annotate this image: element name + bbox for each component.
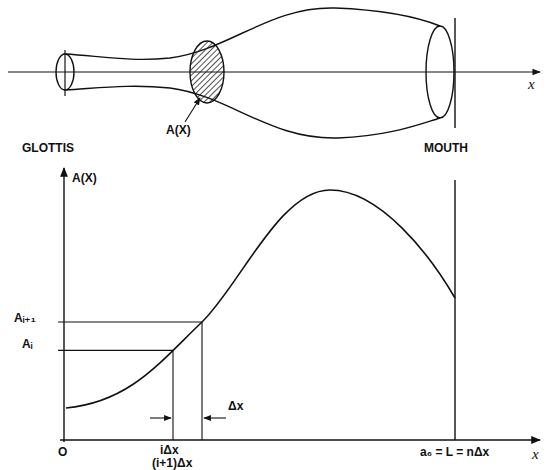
guide-line [201,322,202,440]
part-label: GLOTTIS [22,142,74,155]
guide-lines [58,322,202,440]
guide-line [172,350,173,440]
tract-outline [65,8,440,59]
tract-outline [65,86,440,138]
dimension-arrow [204,417,226,418]
tick-label: a₆ = L = nΔx [420,446,489,459]
guide-line [58,321,202,322]
area-curve [66,190,455,408]
area-label: A(X) [166,124,191,137]
x-axis [8,71,540,72]
dimension-arrow [150,417,171,418]
y-axis [63,168,64,442]
tick-label: iΔx [160,444,179,457]
axis-label: x [528,76,535,93]
tick-label: Aᵢ₊₁ [14,312,36,325]
glottis-line [64,50,65,96]
axis-label: A(X) [72,172,97,185]
tick-label: (i+1)Δx [152,457,192,470]
dimension-label: Δx [228,400,243,413]
axis-label: x [532,446,539,463]
cross-section [190,41,224,103]
guide-line [58,350,173,351]
origin-label: O [58,446,67,459]
tick-label: Aᵢ [22,338,32,351]
mouth-ellipse [426,26,454,118]
mouth-line [454,18,455,128]
x-axis [60,439,540,440]
mouth-line [454,180,455,440]
part-label: MOUTH [424,142,468,155]
leader-line [185,98,200,122]
